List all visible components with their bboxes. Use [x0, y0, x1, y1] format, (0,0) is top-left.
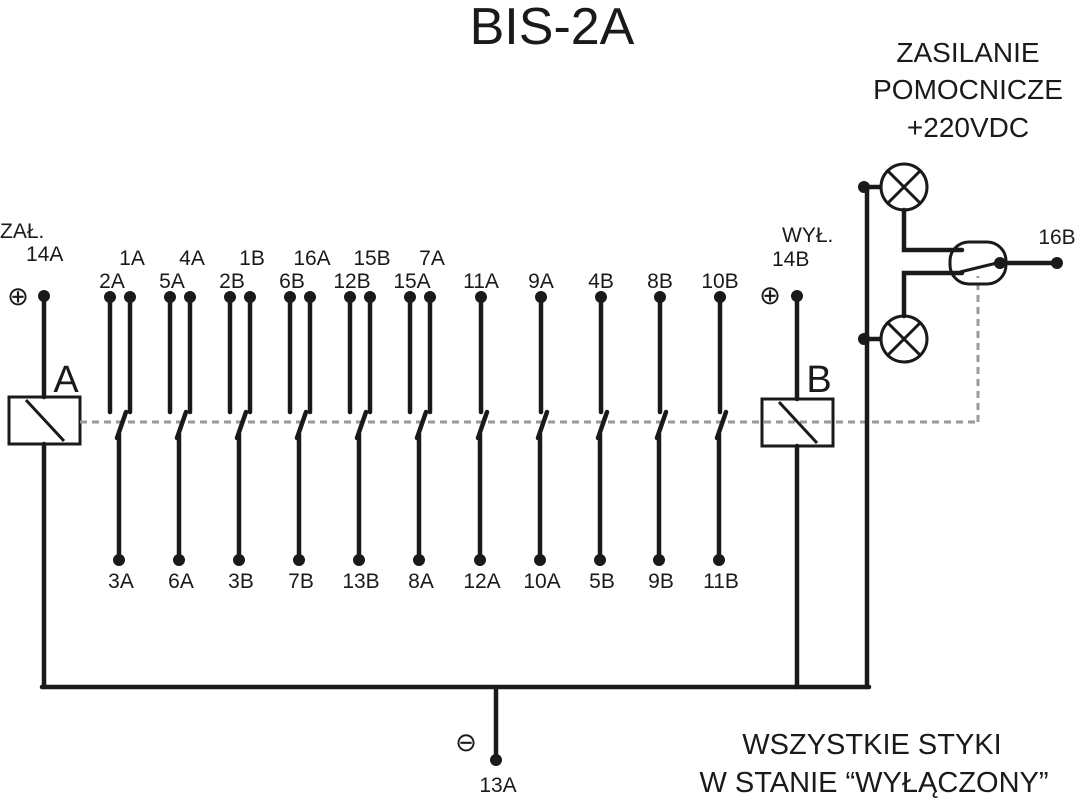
- terminal-label-1b: 1B: [239, 247, 265, 270]
- terminal-dot: [713, 554, 725, 566]
- terminal-label-1a: 1A: [119, 247, 145, 270]
- coil-a-slash: [24, 398, 66, 443]
- terminal-dot: [184, 291, 196, 303]
- terminal-label-12b: 12B: [333, 270, 370, 293]
- footer-note-line1: WSZYSTKIE STYKI: [742, 729, 1001, 761]
- terminal-label-6b: 6B: [279, 270, 305, 293]
- wyl-plus-icon: ⊕: [759, 280, 781, 310]
- lamp-upper-icon: [879, 162, 929, 212]
- terminal-dot: [284, 291, 296, 303]
- terminal-dot: [413, 554, 425, 566]
- terminal-label-15a: 15A: [393, 270, 430, 293]
- coil-b-label: B: [806, 359, 831, 401]
- terminal-label-2b: 2B: [219, 270, 245, 293]
- terminal-dot: [653, 554, 665, 566]
- lamp-lower-switch-wire: [901, 270, 965, 319]
- terminal-dot: [113, 554, 125, 566]
- terminal-dot: [244, 291, 256, 303]
- zal-label: ZAŁ.: [0, 220, 44, 243]
- footer-note-line2: W STANIE “WYŁĄCZONY”: [699, 767, 1048, 799]
- terminal-label-15b: 15B: [353, 247, 390, 270]
- wyl-label: WYŁ.: [782, 224, 833, 247]
- terminal-label-3b: 3B: [228, 570, 254, 593]
- terminal-dot: [474, 554, 486, 566]
- terminal-label-11b: 11B: [703, 570, 739, 593]
- terminal-dot: [594, 554, 606, 566]
- terminal-label-16a: 16A: [293, 247, 330, 270]
- terminal-label-13b: 13B: [342, 570, 379, 593]
- terminal-dot: [534, 554, 546, 566]
- terminal-label-12a: 12A: [463, 570, 500, 593]
- terminal-dot: [353, 554, 365, 566]
- lamp-upper-switch-wire: [901, 207, 965, 253]
- terminal-13a-dot: [490, 754, 502, 766]
- power-supply-label-line1: ZASILANIE: [896, 37, 1039, 68]
- terminal-dot: [233, 554, 245, 566]
- lamp-lower-icon: [879, 314, 929, 364]
- terminal-dot: [124, 291, 136, 303]
- zal-plus-icon: ⊕: [7, 281, 29, 311]
- terminal-label-5a: 5A: [159, 270, 185, 293]
- terminal-13a-label: 13A: [479, 774, 516, 797]
- coil-a-label: A: [53, 359, 79, 401]
- terminal-dot: [293, 554, 305, 566]
- terminal-dot: [304, 291, 316, 303]
- terminal-label-5b: 5B: [589, 570, 615, 593]
- lamp-lower-junction: [858, 333, 870, 345]
- wyl-terminal-dot: [791, 290, 803, 302]
- terminal-16b-dot: [1051, 257, 1063, 269]
- terminal-dot: [475, 291, 487, 303]
- terminal-label-2a: 2A: [99, 270, 125, 293]
- wyl-terminal-label: 14B: [772, 248, 809, 271]
- terminal-dot: [164, 291, 176, 303]
- power-supply-label-line2: POMOCNICZE: [873, 74, 1063, 105]
- terminal-16b-label: 16B: [1038, 226, 1075, 249]
- terminal-dot: [224, 291, 236, 303]
- terminal-dot: [173, 554, 185, 566]
- terminal-dot: [654, 291, 666, 303]
- terminal-label-8b: 8B: [647, 270, 673, 293]
- terminal-label-3a: 3A: [108, 570, 134, 593]
- terminal-dot: [104, 291, 116, 303]
- terminal-dot: [404, 291, 416, 303]
- terminal-dot: [364, 291, 376, 303]
- terminal-label-7a: 7A: [419, 247, 445, 270]
- terminal-dot: [535, 291, 547, 303]
- terminal-dot: [424, 291, 436, 303]
- terminal-label-10a: 10A: [523, 570, 560, 593]
- diagram-title: BIS-2A: [470, 0, 635, 56]
- zal-terminal-dot: [38, 290, 50, 302]
- terminal-label-9b: 9B: [648, 570, 674, 593]
- coil-b-slash: [777, 400, 819, 445]
- minus-icon: ⊖: [455, 727, 477, 757]
- terminal-dot: [595, 291, 607, 303]
- terminal-label-10b: 10B: [701, 270, 738, 293]
- lamp-upper-junction: [858, 181, 870, 193]
- terminal-label-8a: 8A: [408, 570, 434, 593]
- terminal-dot: [714, 291, 726, 303]
- terminal-label-4a: 4A: [179, 247, 205, 270]
- terminal-label-11a: 11A: [463, 270, 499, 293]
- power-supply-label-line3: +220VDC: [907, 112, 1029, 143]
- terminal-label-9a: 9A: [528, 270, 554, 293]
- terminal-label-4b: 4B: [588, 270, 614, 293]
- terminal-dot: [344, 291, 356, 303]
- terminal-label-7b: 7B: [288, 570, 314, 593]
- terminal-label-6a: 6A: [168, 570, 194, 593]
- zal-terminal-label: 14A: [26, 243, 63, 266]
